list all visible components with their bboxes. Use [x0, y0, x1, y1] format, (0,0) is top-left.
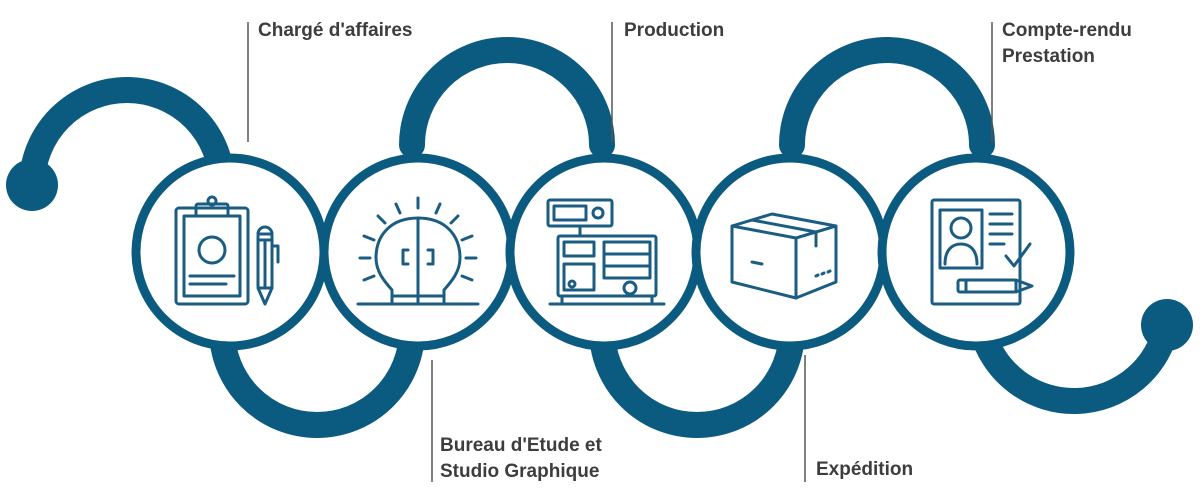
label-line: Studio Graphique [440, 461, 600, 482]
wave-start-dot [6, 159, 58, 211]
label-bureau-etude: Bureau d'Etude et Studio Graphique [440, 433, 602, 485]
label-line: Chargé d'affaires [258, 20, 413, 41]
production-machine-icon [546, 198, 666, 306]
step-4-circle [691, 153, 889, 351]
step-1-circle [131, 153, 329, 351]
label-line: Production [624, 20, 725, 41]
label-charge-affaires: Chargé d'affaires [258, 18, 412, 44]
lightbulb-idea-icon [356, 196, 480, 306]
shipping-box-icon [730, 212, 838, 300]
report-profile-checkmark-icon [930, 198, 1034, 306]
clipboard-pencil-icon [174, 195, 280, 306]
process-wave [19, 37, 1180, 438]
label-line: Compte-rendu [1002, 20, 1132, 41]
label-line: Expédition [816, 459, 914, 480]
label-expedition: Expédition [816, 457, 913, 483]
label-compte-rendu: Compte-rendu Prestation [1002, 18, 1132, 70]
label-line: Prestation [1002, 46, 1095, 67]
label-production: Production [624, 18, 724, 44]
label-line: Bureau d'Etude et [440, 435, 602, 456]
wave-end-dot [1141, 299, 1193, 351]
